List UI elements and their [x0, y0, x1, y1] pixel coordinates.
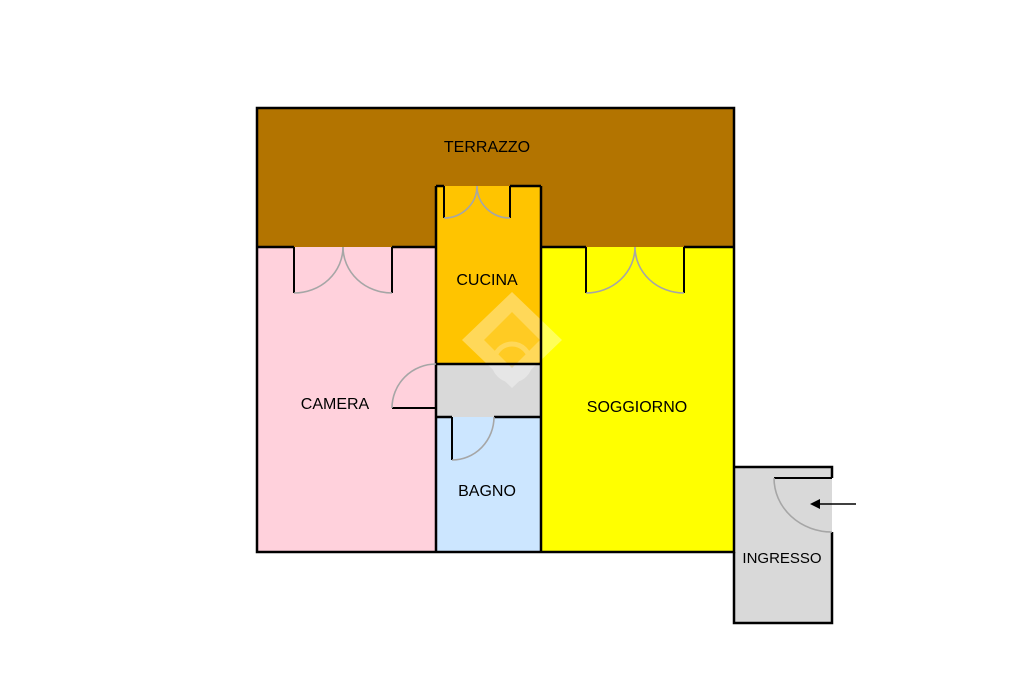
door-camera-terrazzo	[293, 246, 393, 294]
room-cucina	[436, 186, 541, 364]
label-cucina: CUCINA	[456, 272, 518, 289]
label-bagno: BAGNO	[458, 483, 516, 500]
room-camera	[257, 247, 436, 552]
door-bagno	[451, 416, 495, 461]
room-labels: TERRAZZO CUCINA CAMERA SOGGIORNO BAGNO I…	[301, 139, 822, 567]
outer-wall	[255, 106, 736, 554]
arrow-left-icon	[810, 499, 856, 509]
room-disimpegno	[436, 364, 541, 417]
label-camera: CAMERA	[301, 396, 370, 413]
label-terrazzo: TERRAZZO	[444, 139, 530, 156]
ingresso-wall-lower	[732, 532, 834, 625]
room-ingresso	[734, 467, 832, 623]
room-soggiorno	[541, 247, 734, 552]
room-fills	[257, 108, 832, 623]
label-soggiorno: SOGGIORNO	[587, 399, 687, 416]
door-camera	[391, 363, 437, 409]
door-ingresso	[773, 477, 833, 533]
ingresso-wall	[734, 465, 834, 478]
label-ingresso: INGRESSO	[742, 550, 821, 567]
doors	[293, 185, 833, 533]
door-soggiorno-terrazzo	[585, 246, 685, 294]
door-cucina-terrazzo	[443, 185, 511, 219]
walls	[255, 106, 834, 625]
